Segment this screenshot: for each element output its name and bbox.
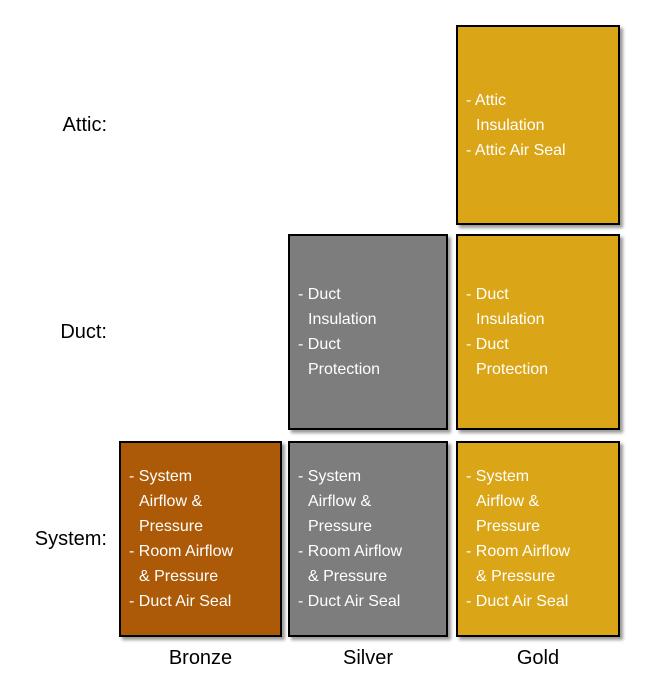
list-item-line: Airflow &: [139, 493, 203, 510]
cell-duct-silver: DuctInsulationDuctProtection: [288, 234, 448, 430]
list-item: Duct Air Seal: [298, 589, 442, 614]
list-item-line: Duct: [466, 332, 614, 357]
list-item-line: System: [298, 464, 442, 489]
list-item-line: Room Airflow: [298, 539, 442, 564]
row-label-attic: Attic:: [62, 113, 107, 136]
list-item-line: Pressure: [308, 518, 373, 535]
list-item: Room Airflow & Pressure: [466, 539, 614, 589]
list-item-line: Insulation: [476, 311, 545, 328]
row-label-duct: Duct:: [60, 320, 107, 343]
list-item-line: Pressure: [476, 518, 541, 535]
column-label-silver: Silver: [342, 646, 393, 669]
list-item: Attic Air Seal: [466, 138, 614, 163]
list-item-line: Attic Air Seal: [466, 138, 614, 163]
list-item: Room Airflow & Pressure: [129, 539, 276, 589]
list-item-line: Airflow &: [476, 493, 540, 510]
list-item-line: Duct Air Seal: [466, 589, 614, 614]
list-item-line: & Pressure: [139, 568, 219, 585]
list-item-line: Duct: [298, 332, 442, 357]
list-item-line: Insulation: [476, 116, 545, 134]
list-item-line: System: [129, 464, 276, 489]
cell-attic-gold: AtticInsulationAttic Air Seal: [456, 25, 620, 225]
list-item-line: Protection: [308, 361, 381, 378]
list-item-line: Room Airflow: [466, 539, 614, 564]
list-item-line: Duct Air Seal: [129, 589, 276, 614]
list-item-line: Insulation: [308, 311, 377, 328]
list-item: Duct Air Seal: [466, 589, 614, 614]
list-item: Room Airflow & Pressure: [298, 539, 442, 589]
list-item-line: & Pressure: [476, 568, 556, 585]
list-item-line: Duct Air Seal: [298, 589, 442, 614]
list-item-line: Duct: [466, 282, 614, 307]
row-label-system: System:: [34, 527, 107, 550]
list-item-line: Attic: [466, 88, 614, 113]
list-item-line: Pressure: [139, 518, 204, 535]
list-item-line: System: [466, 464, 614, 489]
list-item-line: Duct: [298, 282, 442, 307]
column-label-bronze: Bronze: [168, 646, 233, 669]
list-item: Duct Air Seal: [129, 589, 276, 614]
list-item-line: Room Airflow: [129, 539, 276, 564]
column-label-gold: Gold: [516, 646, 560, 669]
list-item-line: Protection: [476, 361, 549, 378]
cell-duct-gold: DuctInsulationDuctProtection: [456, 234, 620, 430]
list-item-line: Airflow &: [308, 493, 372, 510]
list-item-line: & Pressure: [308, 568, 388, 585]
